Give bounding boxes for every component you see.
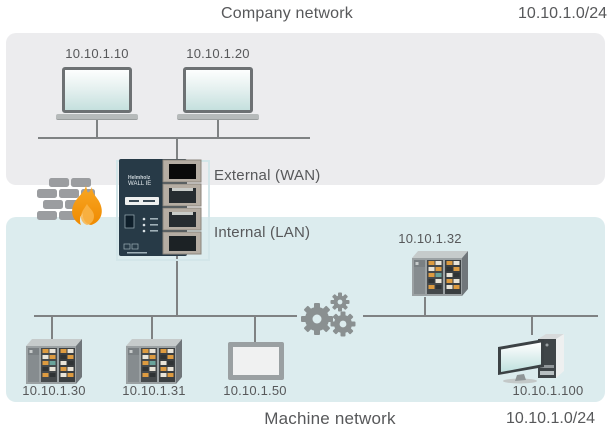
- laptop1-wire: [96, 115, 98, 137]
- plc1-ip-label: 10.10.1.30: [22, 383, 86, 398]
- switch-ip-label: 10.10.1.32: [398, 231, 462, 246]
- wall-ie-router-icon: [119, 159, 202, 256]
- machine-bus-wire-right: [363, 315, 598, 317]
- pc-ip-label: 10.10.1.100: [512, 383, 584, 398]
- router-branding: Helmholz WALL IE: [128, 175, 166, 188]
- router-brand-text: Helmholz: [128, 175, 151, 181]
- machine-network-title: Machine network: [264, 409, 396, 428]
- plc1-wire: [51, 317, 53, 339]
- lan-label: Internal (LAN): [214, 224, 311, 241]
- company-bus-wire: [38, 137, 310, 139]
- workstation-icon: [498, 334, 564, 384]
- wan-label: External (WAN): [214, 167, 321, 184]
- laptop-icon: [56, 67, 138, 120]
- plc2-wire: [151, 317, 153, 339]
- router-ethernet-ports: [162, 159, 202, 255]
- plc-device-icon: [22, 336, 86, 386]
- plc-device-icon: [122, 336, 186, 386]
- switch-wire: [424, 297, 426, 315]
- company-network-title: Company network: [221, 5, 353, 22]
- hmi-wire: [254, 317, 256, 342]
- router-lan-wire: [176, 255, 178, 316]
- company-subnet-label: 10.10.1.0/24: [518, 5, 607, 22]
- laptop2-ip-label: 10.10.1.20: [186, 46, 250, 61]
- plc2-ip-label: 10.10.1.31: [122, 383, 186, 398]
- plc-device-icon: [408, 248, 472, 298]
- laptop-icon: [177, 67, 259, 120]
- router-wan-wire: [176, 139, 178, 159]
- gears-icon: [301, 292, 356, 337]
- machine-subnet-label: 10.10.1.0/24: [506, 410, 595, 427]
- machine-bus-wire-left: [34, 315, 297, 317]
- firewall-icon: [37, 178, 102, 225]
- router-model-text: WALL IE: [128, 181, 152, 187]
- hmi-panel-icon: [228, 342, 284, 380]
- pc-wire: [531, 317, 533, 335]
- laptop1-ip-label: 10.10.1.10: [65, 46, 129, 61]
- router-label-strip: [125, 197, 159, 205]
- router-usb-port: [124, 214, 135, 229]
- laptop2-wire: [217, 115, 219, 137]
- hmi-ip-label: 10.10.1.50: [223, 383, 287, 398]
